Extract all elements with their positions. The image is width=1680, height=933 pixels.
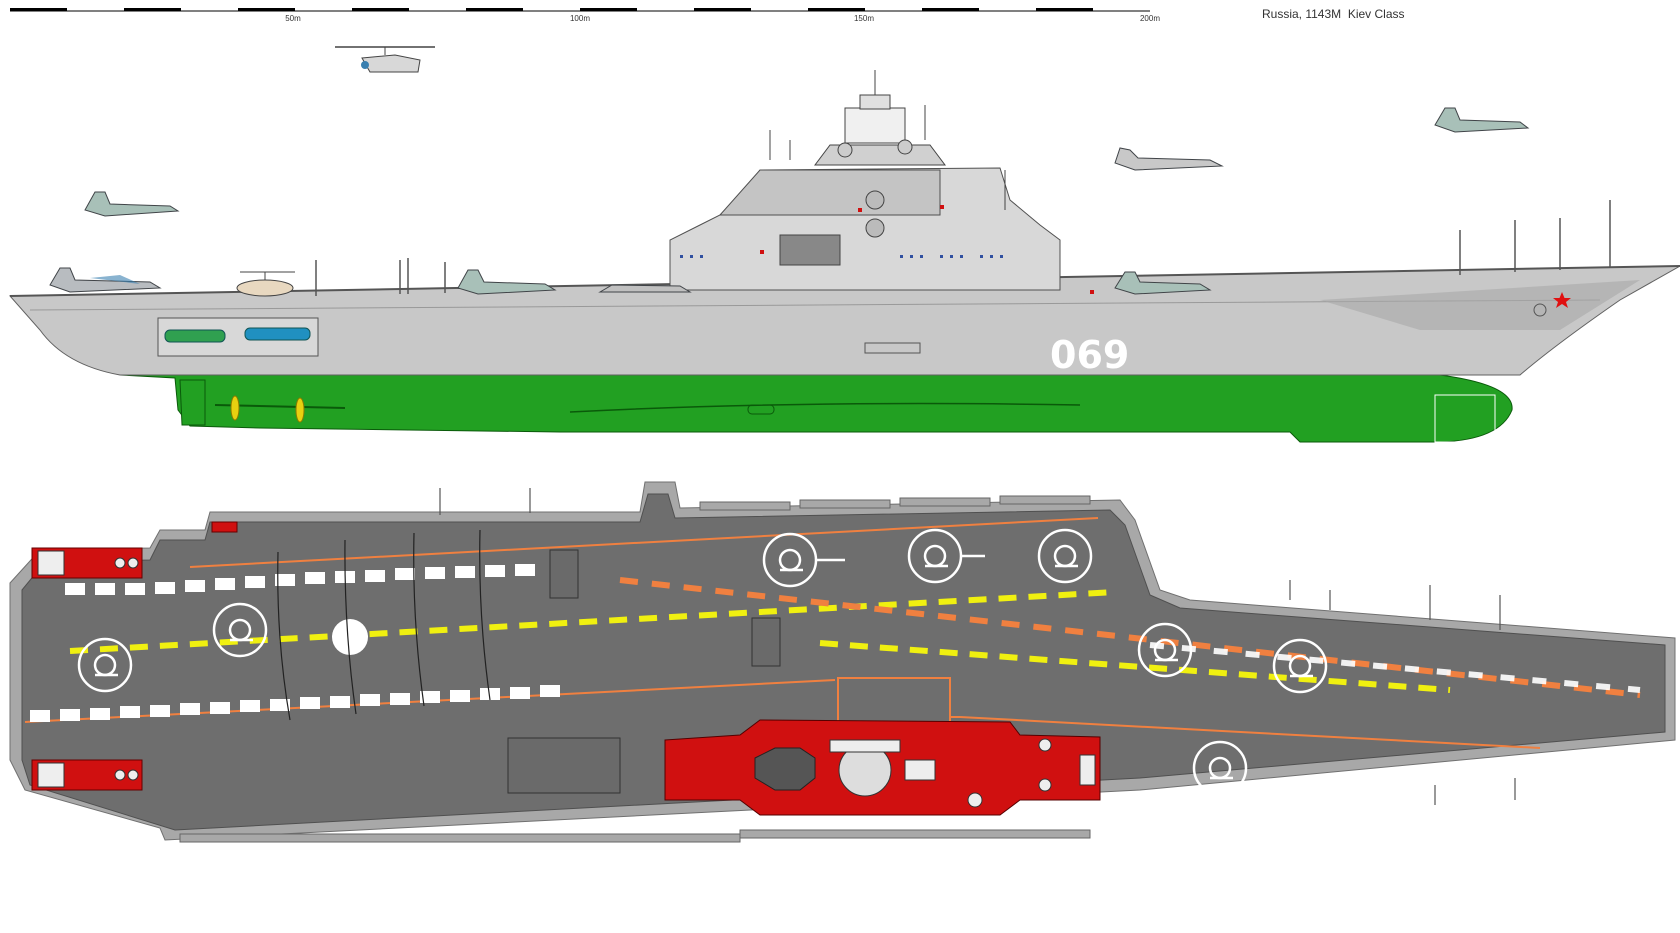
helipad-marking-icon [762,532,845,588]
scale-label-100m: 100m [570,14,590,23]
scale-bar-segment [922,8,979,11]
deck-elevator [549,549,579,599]
scale-bar-segment [10,8,67,11]
main-hull [8,265,1680,376]
helipad-marking-icon [1272,638,1328,694]
scale-bar-segment [808,8,865,11]
plan-view [9,481,1676,843]
helicopter-icon [236,271,295,297]
jet-aircraft-icon [457,269,557,295]
scale-label-50m: 50m [285,14,301,23]
hull-number: 069 [1050,333,1129,377]
arresting-wires [277,529,491,721]
jet-aircraft-icon [1114,147,1224,171]
scale-bar-segment [238,8,295,11]
landing-target [332,619,368,655]
deck-elevator [507,737,621,794]
scale-bar-segment [694,8,751,11]
red-star-icon [1553,292,1571,308]
scale-bar: 50m 100m 150m 200m [10,8,1160,23]
propeller-icon [214,395,346,423]
helipad-marking-icon [77,637,133,693]
helicopter-icon [335,46,435,73]
scale-bar-segment [1036,8,1093,11]
helipad-marking-icon [1192,740,1248,796]
boat-bay [157,317,319,357]
scale-label-150m: 150m [854,14,874,23]
rudder [179,379,206,426]
island-superstructure [669,70,1094,294]
drawing-title: Russia, 1143M Kiev Class [1262,7,1405,21]
jet-aircraft-icon [84,191,180,217]
stern-winch [31,759,143,791]
helipad-marking-icon [212,602,268,658]
angled-centerline-orange [619,577,1641,698]
helipad-marking-icon [1137,622,1193,678]
stern-winch [31,547,143,579]
jet-aircraft-icon [1114,271,1212,295]
deck-elevator [751,617,781,667]
jet-aircraft-icon [598,284,692,293]
jet-aircraft-icon [1434,107,1530,133]
jet-aircraft-icon [49,267,162,293]
helipad-marking-icon [907,528,985,584]
runway-centerline [69,589,1116,654]
scale-label-200m: 200m [1140,14,1160,23]
scale-bar-segment [580,8,637,11]
scale-bar-segment [466,8,523,11]
scale-bar-segment [352,8,409,11]
helipad-marking-icon [1037,528,1093,584]
scale-bar-segment [124,8,181,11]
angled-centerline [819,640,1451,693]
island-plan-view [664,719,1101,816]
runway-edge-marks [30,564,560,722]
underwater-hull [119,374,1513,443]
side-profile: 069 [8,70,1680,443]
deck-antennas [315,200,1611,296]
